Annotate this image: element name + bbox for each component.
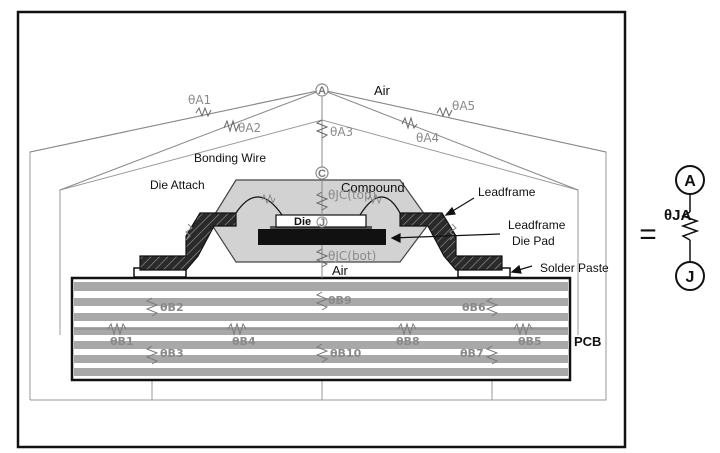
equals-sign: = [639,218,657,251]
label-leadframe-die-pad-line2: Die Pad [512,234,555,248]
label-solder-paste: Solder Paste [540,261,609,275]
label-air-mid: Air [332,263,349,278]
theta-a5: θA5 [452,99,475,113]
equivalent-circuit: = A J θJA [639,165,705,291]
label-leadframe-die-pad-line1: Leadframe [508,218,566,232]
bonding-wire-right [359,196,401,216]
theta-b2: θB2 [160,301,184,314]
theta-a2: θA2 [238,121,261,135]
bonding-wire-left [235,196,283,216]
leadframe-left [139,212,237,271]
theta-a1: θA1 [188,93,211,107]
jc-bot-resistor [315,248,329,268]
node-junction-label: J [319,217,325,229]
label-die: Die [294,216,311,228]
theta-b7: θB7 [460,347,484,360]
label-pcb: PCB [574,334,601,349]
ambient-resistor-network [29,89,607,191]
label-air-top: Air [374,83,391,98]
theta-b8: θB8 [396,335,420,348]
equiv-resistor [680,211,700,241]
node-case-label: C [318,168,326,180]
node-ambient [315,83,329,97]
label-leadframe: Leadframe [478,185,536,199]
node-case [315,166,329,180]
theta-b1: θB1 [110,335,134,348]
theta-jc-top: θJC(top) [328,188,376,202]
equiv-node-a-label: A [684,173,696,190]
theta-a3: θA3 [330,125,353,139]
label-compound: Compound [341,180,405,195]
label-die-attach: Die Attach [150,178,205,192]
pcb-resistors [107,291,533,365]
callout-arrows [390,197,533,274]
node-ambient-label: A [318,85,326,97]
theta-jc-bot: θJC(bot) [328,249,376,263]
leadframe-right [399,212,503,271]
equiv-theta-label: θJA [664,207,691,224]
theta-b10: θB10 [330,347,362,360]
label-bonding-wire: Bonding Wire [194,151,266,165]
equiv-node-j-label: J [686,269,695,286]
wire-resistors [185,193,457,241]
theta-a4: θA4 [416,131,439,145]
node-junction [316,216,328,228]
theta-b5: θB5 [518,335,542,348]
theta-b9: θB9 [328,294,352,307]
theta-b6: θB6 [462,301,486,314]
leadframe-die-pad [258,229,386,245]
jc-top-resistor [315,191,329,211]
theta-b4: θB4 [232,335,256,348]
theta-b3: θB3 [160,347,184,360]
equiv-node-j [675,261,705,291]
